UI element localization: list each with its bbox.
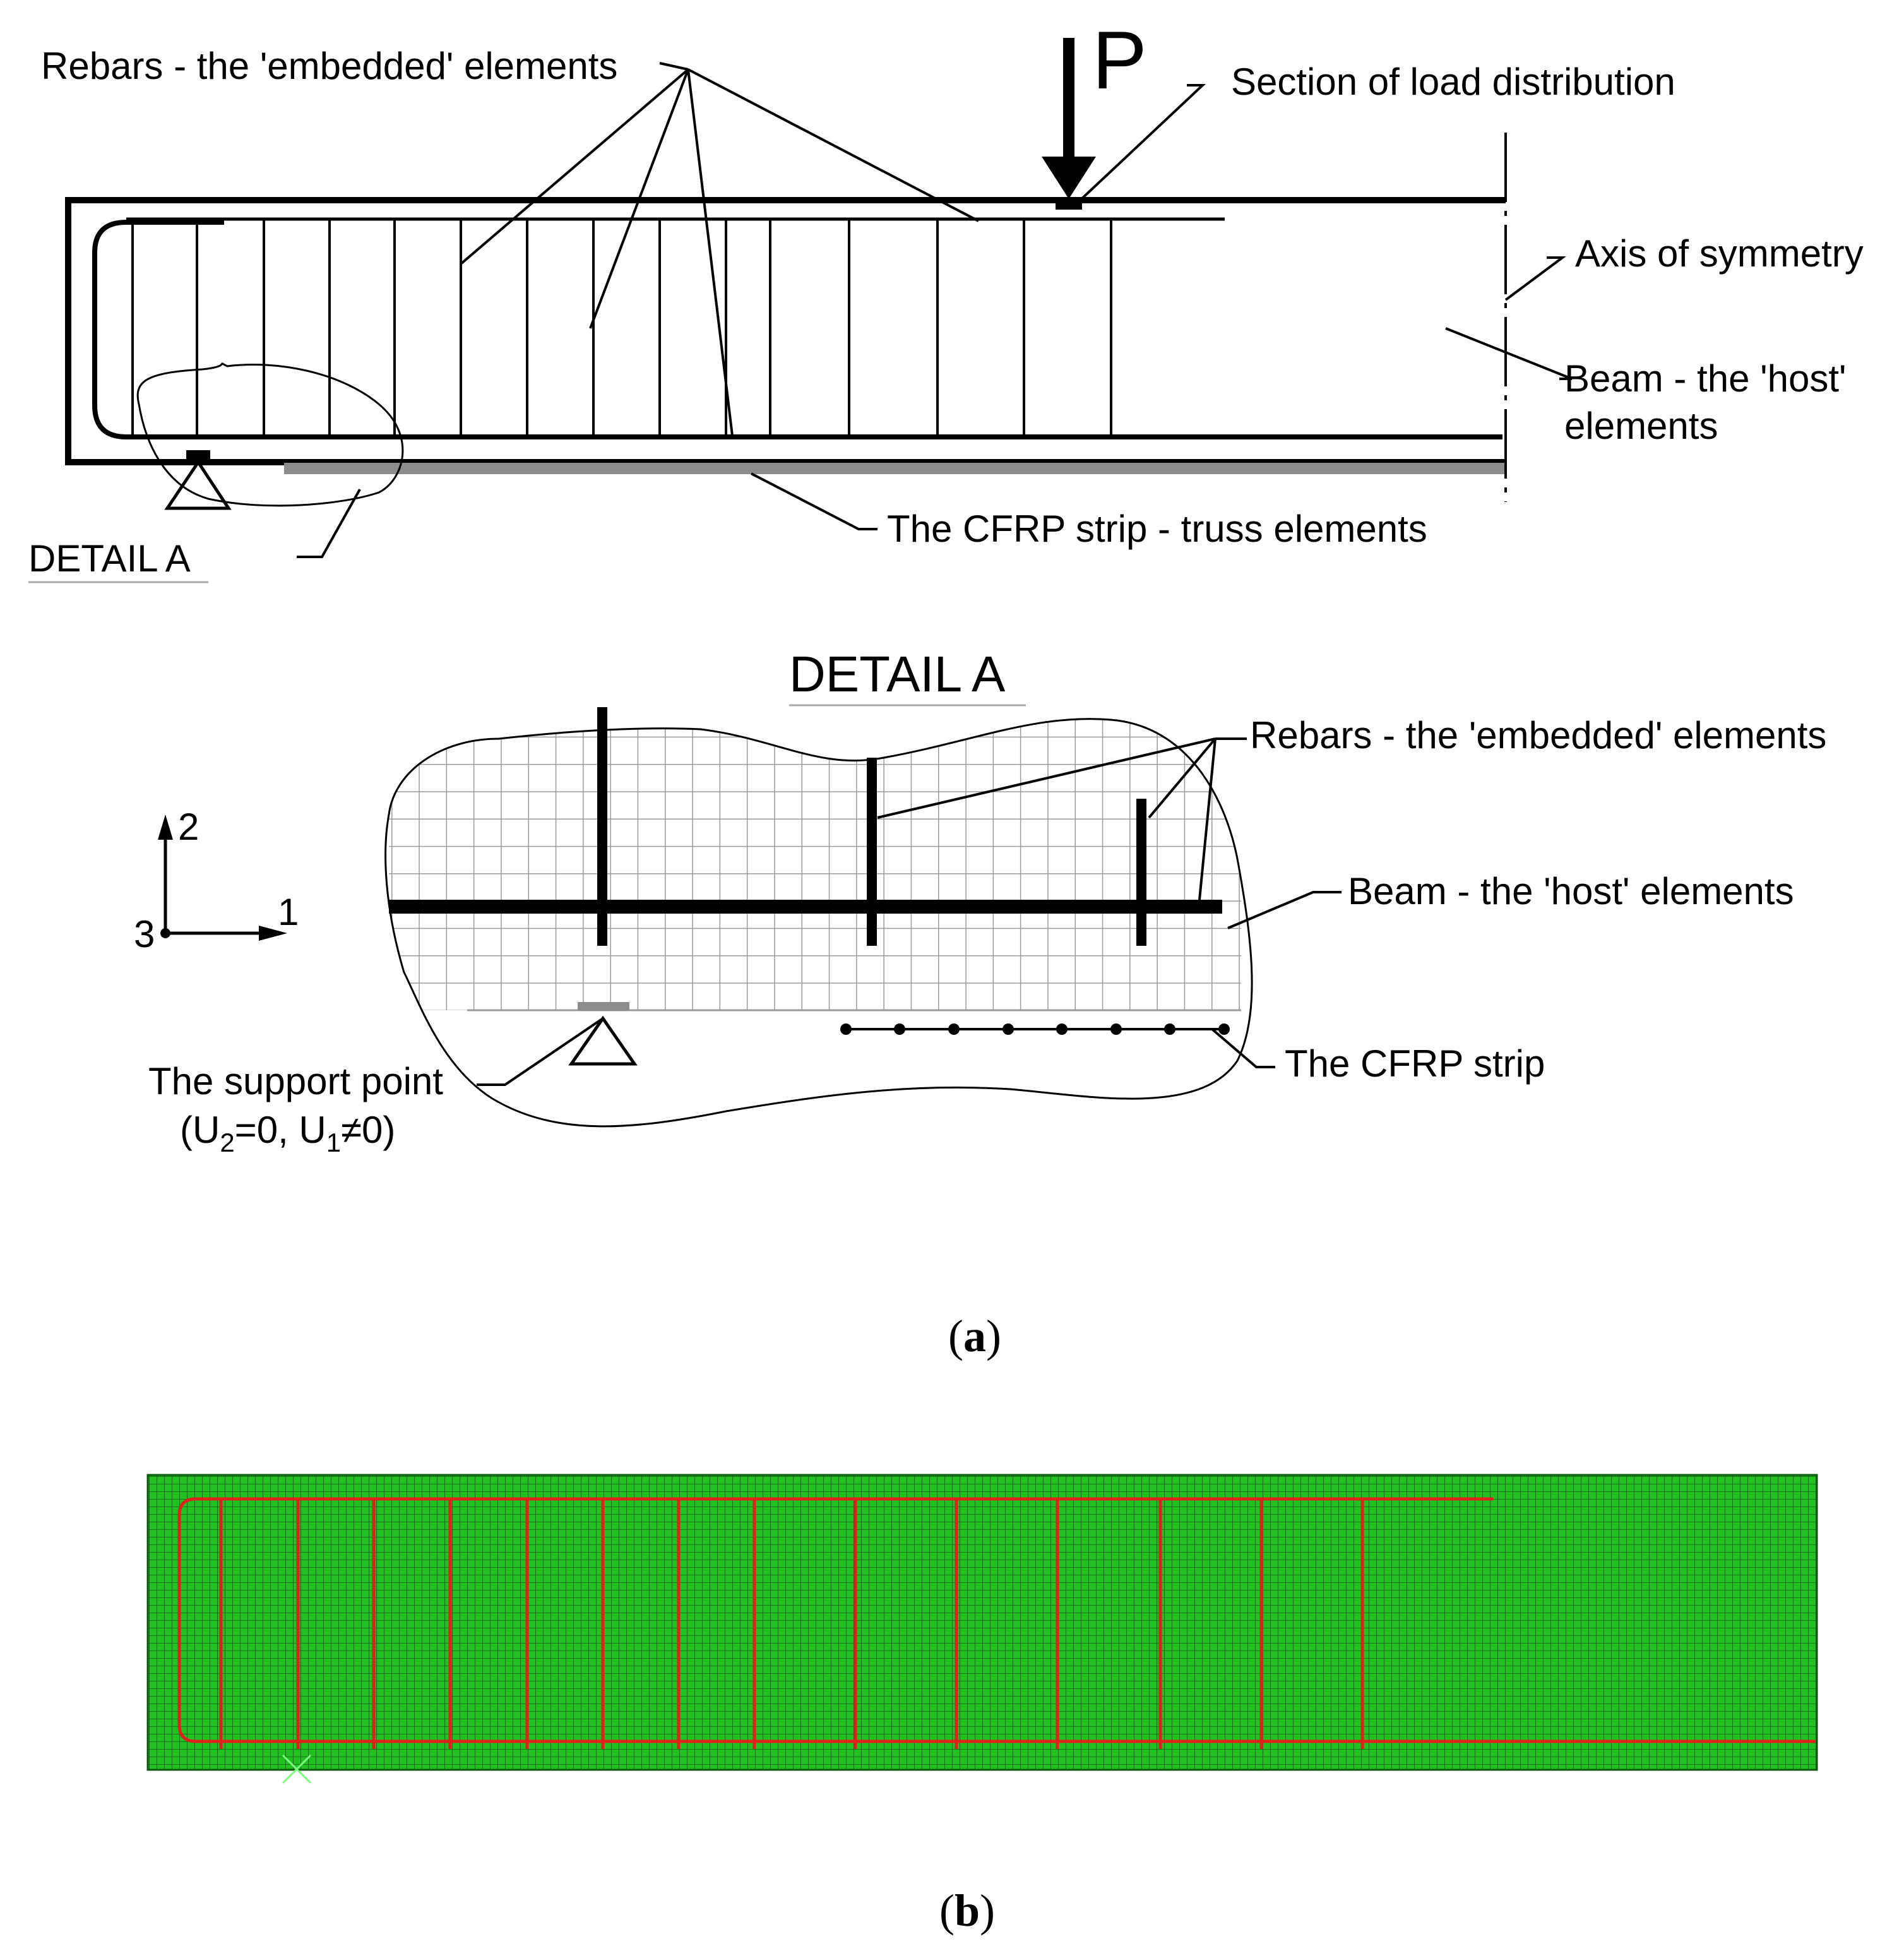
label-load-section: Section of load distribution — [1231, 61, 1675, 103]
fe-mesh-panel — [146, 1474, 1818, 1784]
label-support-point-line2: (U2=0, U1≠0) — [180, 1109, 395, 1157]
stirrups — [131, 219, 1112, 437]
fe-mesh — [146, 1474, 1818, 1771]
axis-2-label: 2 — [178, 806, 199, 848]
load-symbol: P — [1092, 14, 1147, 106]
fe-rebars — [177, 1497, 1815, 1749]
cfrp-strip — [284, 463, 1506, 474]
label-rebars-detail: Rebars - the 'embedded' elements — [1250, 714, 1826, 756]
detail-a-title: DETAIL A — [789, 646, 1006, 702]
support-triangle-detail-icon — [568, 1015, 638, 1066]
label-beam-host-line1: Beam - the 'host' — [1564, 357, 1846, 400]
load-plate — [1056, 201, 1082, 210]
axis-1-label: 1 — [278, 891, 299, 933]
label-cfrp-truss: The CFRP strip - truss elements — [887, 508, 1427, 550]
overview-leaders — [297, 62, 1573, 558]
detail-a: DETAIL A — [134, 646, 1826, 1157]
support-plate — [186, 450, 210, 462]
stirrup-detail-1 — [597, 707, 607, 946]
beam-overview: P Rebars - the 'embedded' elements Secti… — [28, 14, 1864, 583]
label-beam-host-line2: elements — [1564, 405, 1718, 447]
host-element-grid — [389, 719, 1241, 1010]
coordinate-axes-icon — [158, 814, 287, 941]
detail-a-blob-outline — [384, 718, 1253, 1128]
support-mark-icon — [282, 1754, 312, 1784]
rebar-bottom-longitudinal — [92, 220, 1502, 439]
caption-a: (a) — [948, 1311, 1001, 1361]
rebar-longitudinal-detail — [389, 900, 1222, 914]
beam-outline — [65, 197, 1506, 465]
label-beam-host-detail: Beam - the 'host' elements — [1348, 870, 1794, 912]
support-plate-detail — [578, 1002, 629, 1011]
load-arrow-icon — [1042, 38, 1096, 199]
label-detail-a-ref: DETAIL A — [28, 537, 191, 580]
caption-b: (b) — [939, 1885, 995, 1936]
detail-leaders — [477, 737, 1342, 1086]
label-axis-symmetry: Axis of symmetry — [1575, 232, 1864, 275]
cfrp-nodes — [840, 1023, 1230, 1035]
label-support-point-line1: The support point — [148, 1060, 443, 1102]
label-cfrp-detail: The CFRP strip — [1285, 1042, 1545, 1085]
stirrup-detail-2 — [867, 758, 877, 946]
axis-3-label: 3 — [134, 913, 155, 955]
stirrup-detail-3 — [1136, 799, 1146, 946]
label-rebars-overview: Rebars - the 'embedded' elements — [41, 45, 617, 87]
detail-a-outline — [136, 362, 404, 507]
